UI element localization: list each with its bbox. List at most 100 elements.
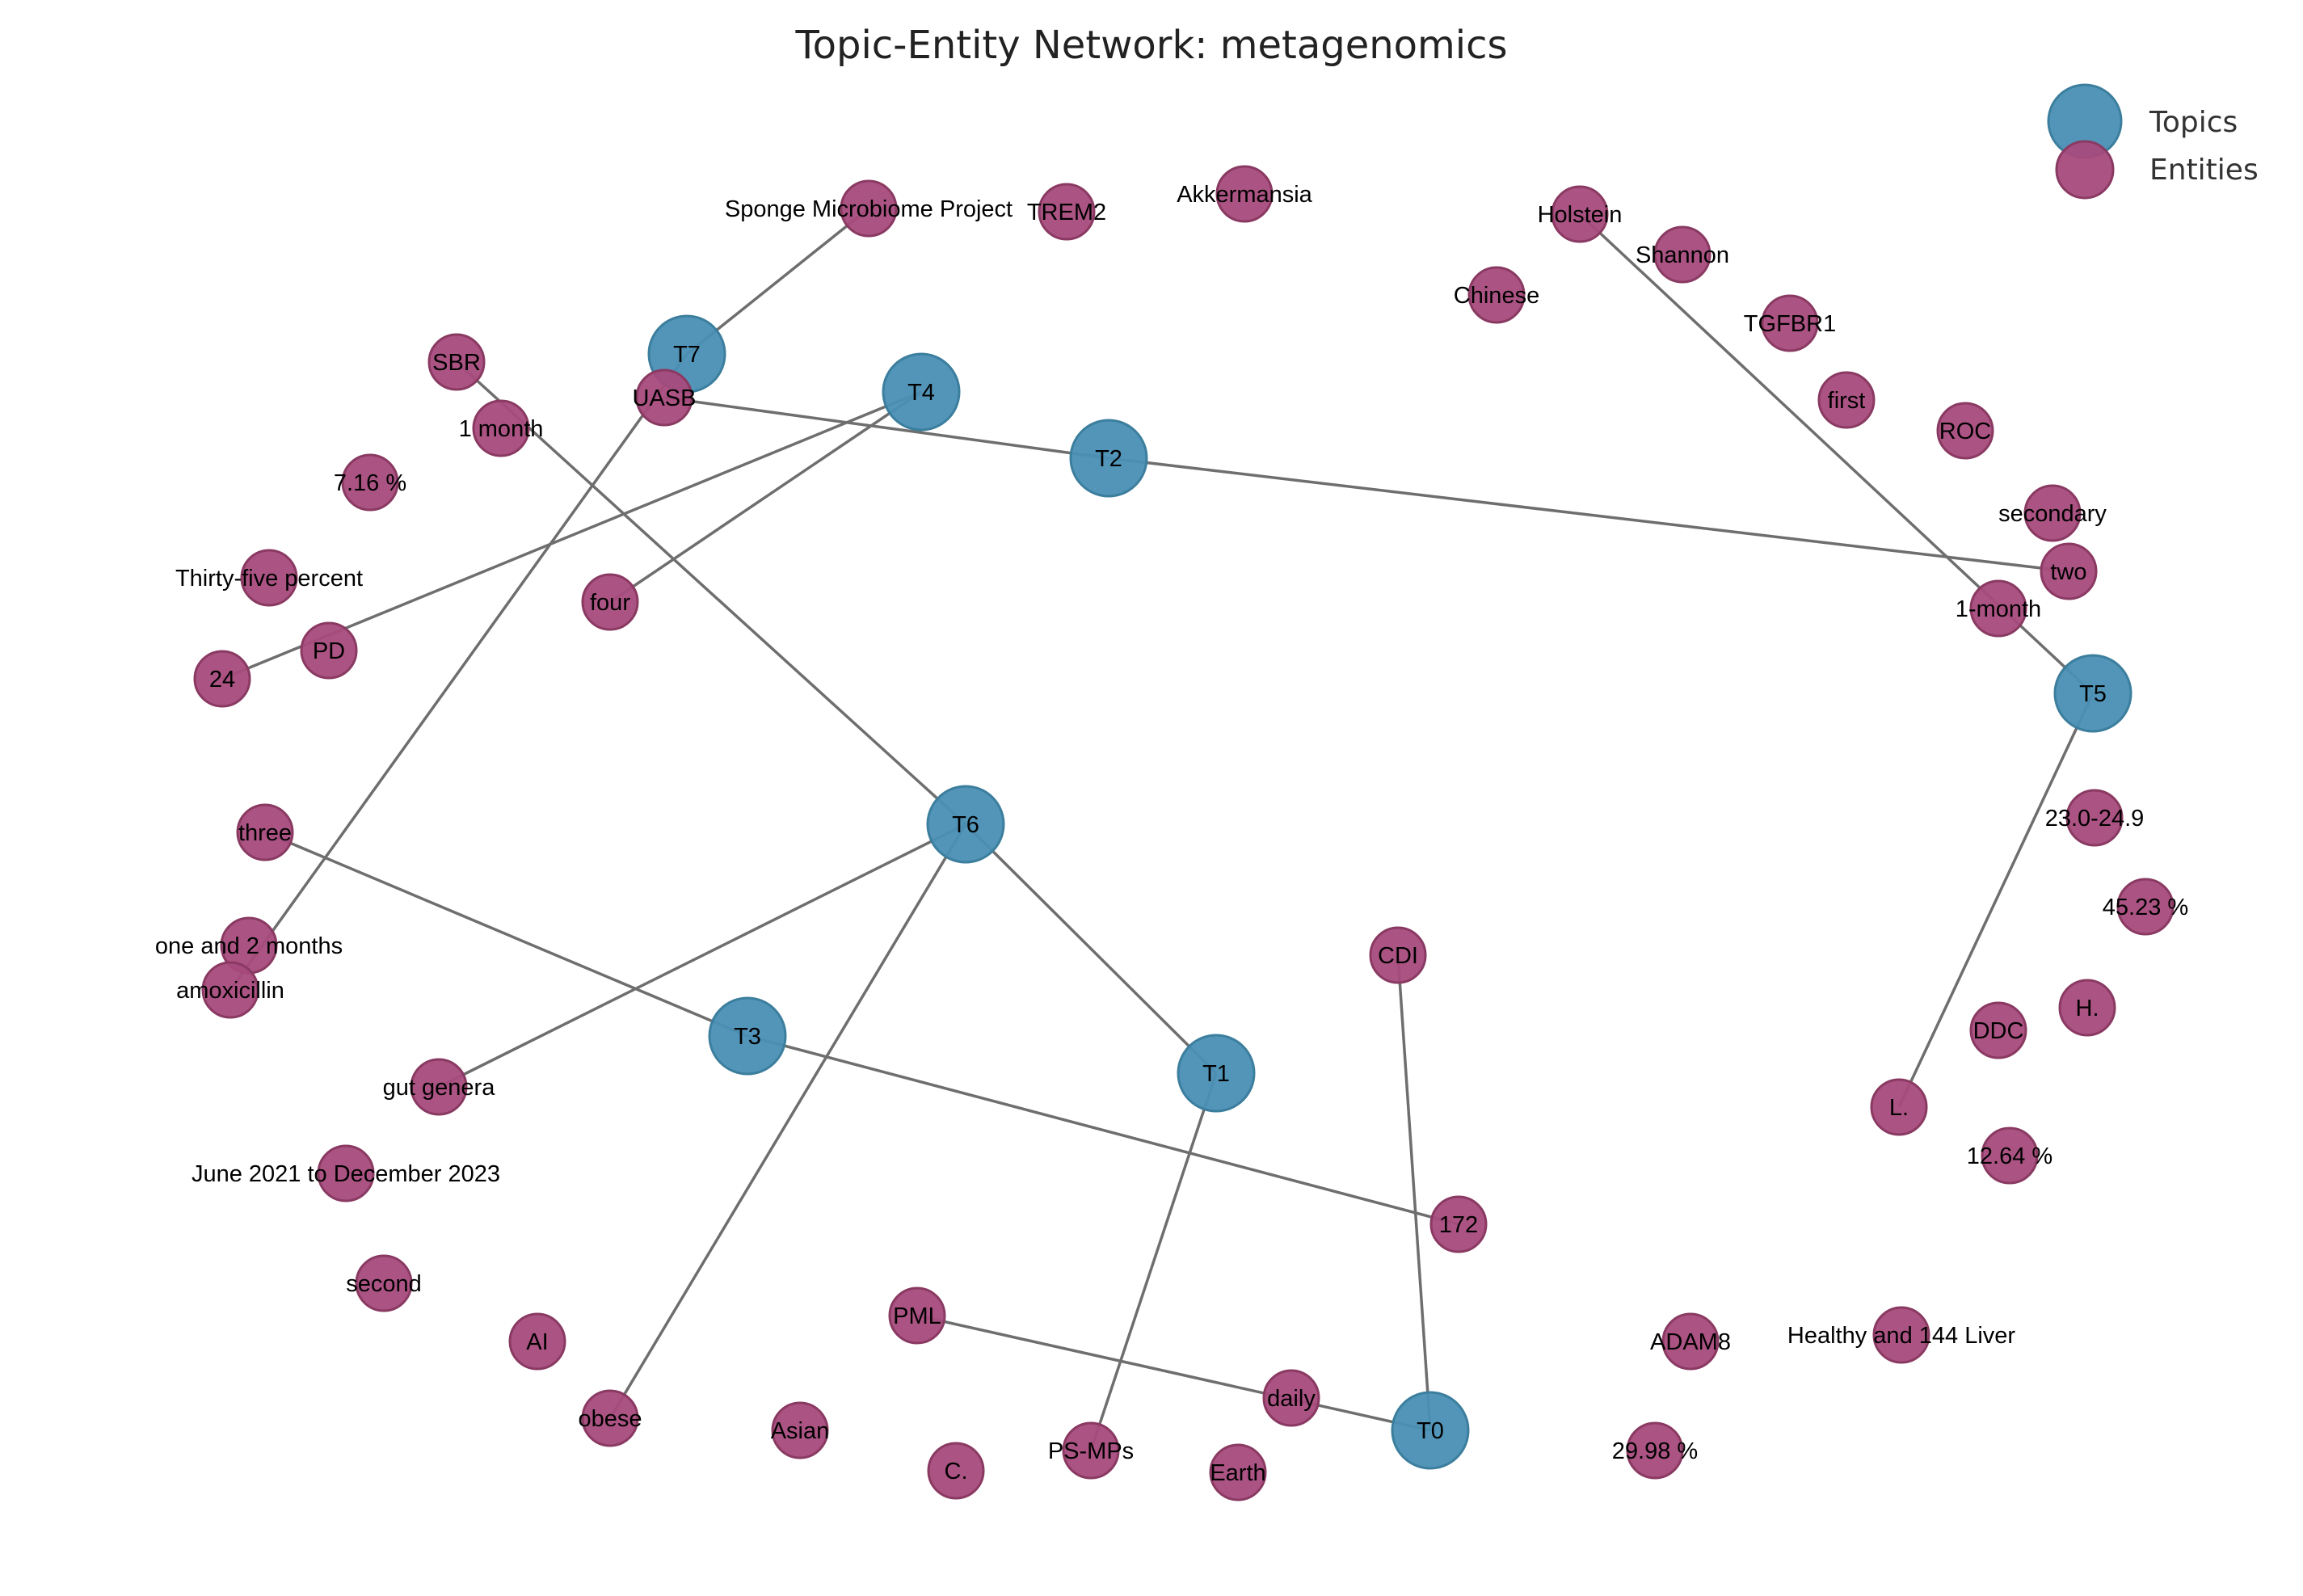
- entity-circle: [201, 961, 259, 1019]
- entity-label: 45.23 %: [2103, 895, 2188, 920]
- entity-circle: [1969, 579, 2027, 638]
- legend-entities-label: Entities: [2149, 154, 2259, 187]
- entity-node-thirty-five-percent: Thirty-five percent: [175, 549, 363, 607]
- entity-label: TGFBR1: [1744, 311, 1836, 337]
- entity-node-june-2021-to-december-2023: June 2021 to December 2023: [192, 1144, 500, 1202]
- topic-node-t1: T1: [1177, 1034, 1256, 1113]
- entity-node-ai: AI: [508, 1312, 566, 1371]
- entity-node-pml: PML: [888, 1286, 946, 1345]
- entity-label: 23.0-24.9: [2045, 806, 2145, 832]
- edge-t1-ps-mps: [1089, 1072, 1218, 1451]
- entity-node-172: 172: [1429, 1195, 1488, 1253]
- entity-node-pd: PD: [300, 621, 358, 680]
- entity-node-trem2: TREM2: [1027, 183, 1106, 241]
- legend: Topics Entities: [2047, 83, 2259, 200]
- topic-circle: [2053, 654, 2132, 733]
- edges-layer: [221, 207, 2095, 1451]
- entity-circle: [1209, 1443, 1267, 1501]
- entity-label: Healthy and 144 Liver: [1787, 1323, 2015, 1349]
- entity-label: secondary: [1998, 501, 2107, 527]
- entity-circle: [581, 1389, 639, 1447]
- entity-circle: [1981, 1126, 2039, 1185]
- entity-node-first: first: [1817, 371, 1876, 429]
- entity-circle: [2065, 789, 2124, 847]
- entity-node-ps-mps: PS-MPs: [1048, 1421, 1134, 1480]
- edge-t6-obese: [608, 823, 967, 1419]
- entity-circle: [1369, 926, 1427, 984]
- edge-t6-t1: [964, 823, 1218, 1075]
- entity-node-two: two: [2040, 542, 2098, 600]
- entity-circle: [240, 549, 298, 607]
- entity-circle: [427, 333, 486, 391]
- edge-t3-172: [747, 1034, 1459, 1226]
- topic-label: T2: [1095, 446, 1122, 472]
- entity-circle: [1467, 266, 1526, 324]
- entity-node-23-0-24-9: 23.0-24.9: [2045, 789, 2145, 847]
- entity-node-shannon: Shannon: [1636, 225, 1729, 284]
- entity-node-gut-genera: gut genera: [383, 1058, 496, 1116]
- entity-label: four: [590, 590, 630, 616]
- entity-circle: [1817, 371, 1876, 429]
- entity-label: amoxicillin: [176, 978, 284, 1004]
- entity-label: Akkermansia: [1177, 182, 1312, 208]
- entity-label: 1-month: [1956, 596, 2041, 622]
- entity-node-tgfbr1: TGFBR1: [1744, 294, 1836, 352]
- entity-label: one and 2 months: [155, 933, 343, 959]
- entity-node-four: four: [581, 573, 639, 631]
- entity-label: 7.16 %: [334, 470, 406, 496]
- entity-node-amoxicillin: amoxicillin: [176, 961, 284, 1019]
- entity-circle: [341, 453, 399, 512]
- page-title: Topic-Entity Network: metagenomics: [794, 23, 1507, 68]
- entity-label: gut genera: [383, 1075, 496, 1101]
- entity-label: second: [346, 1271, 422, 1297]
- topic-label: T5: [2079, 681, 2107, 707]
- legend-entity-marker: [2055, 140, 2115, 200]
- entity-circle: [2040, 542, 2098, 600]
- entity-circle: [1551, 185, 1609, 243]
- entity-label: three: [238, 820, 292, 846]
- entity-circle: [1062, 1421, 1120, 1480]
- entity-node-c: C.: [927, 1442, 985, 1500]
- entity-label: L.: [1889, 1095, 1909, 1121]
- entity-circle: [472, 399, 530, 457]
- entity-label: 1 month: [459, 416, 544, 442]
- entity-node-one-and-2-months: one and 2 months: [155, 916, 343, 975]
- entity-circle: [1870, 1078, 1928, 1136]
- entity-node-akkermansia: Akkermansia: [1177, 165, 1313, 223]
- topic-circle: [1177, 1034, 1256, 1113]
- topic-circle: [1391, 1391, 1470, 1470]
- edge-t0-pml: [916, 1314, 1431, 1432]
- topic-label: T6: [952, 812, 979, 838]
- edge-t0-cdi: [1396, 954, 1432, 1431]
- entity-node-29-98: 29.98 %: [1612, 1421, 1698, 1480]
- topic-circle: [882, 352, 961, 432]
- entity-node-24: 24: [193, 650, 251, 708]
- entity-circle: [1215, 165, 1274, 223]
- entity-circle: [1626, 1421, 1684, 1480]
- entity-label: AI: [526, 1329, 548, 1355]
- entity-label: PD: [313, 638, 345, 664]
- entity-circle: [355, 1254, 413, 1312]
- entity-circle: [2058, 979, 2116, 1037]
- entity-label: Asian: [771, 1418, 830, 1444]
- entity-label: daily: [1267, 1386, 1316, 1412]
- topic-label: T3: [734, 1024, 761, 1050]
- entity-node-holstein: Holstein: [1538, 185, 1622, 243]
- legend-topics-label: Topics: [2149, 106, 2238, 139]
- entity-label: PML: [893, 1303, 941, 1329]
- entity-node-ddc: DDC: [1969, 1001, 2027, 1059]
- entity-circle: [236, 803, 294, 861]
- entity-circle: [2116, 878, 2175, 936]
- entity-label: UASB: [633, 385, 697, 411]
- entity-circle: [1661, 1312, 1720, 1371]
- edge-t3-three: [264, 831, 748, 1038]
- entity-label: Earth: [1210, 1460, 1265, 1486]
- entity-circle: [1262, 1369, 1320, 1427]
- topic-node-t5: T5: [2053, 654, 2132, 733]
- entity-label: CDI: [1378, 943, 1418, 969]
- entity-label: ADAM8: [1650, 1329, 1731, 1355]
- topic-label: T7: [673, 342, 701, 368]
- entity-circle: [927, 1442, 985, 1500]
- entity-circle: [1429, 1195, 1488, 1253]
